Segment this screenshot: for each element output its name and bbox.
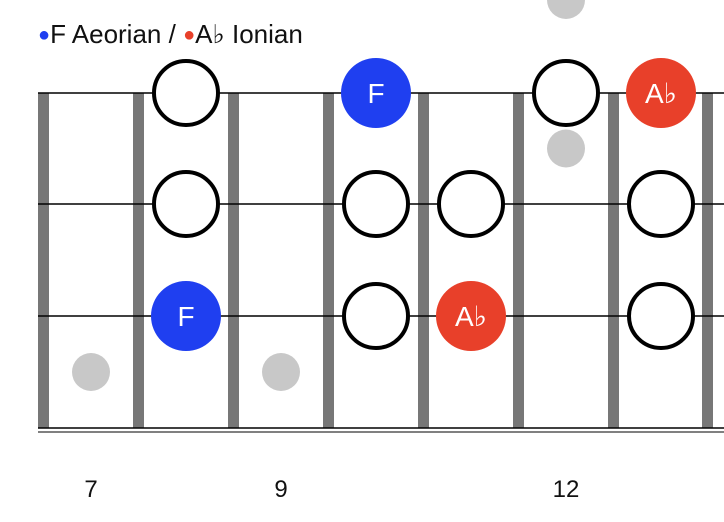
- fret-wire: [418, 93, 429, 428]
- scale-note-open: [342, 282, 410, 350]
- root-note-ab: [436, 281, 506, 351]
- ab-ionian-legend-dot: ●: [183, 24, 196, 46]
- fret-wire: [38, 93, 49, 428]
- fret-wire: [608, 93, 619, 428]
- f-aeorian-legend-dot: ●: [38, 24, 51, 46]
- scale-note-open: [627, 282, 695, 350]
- scale-title: ●F Aeorian / ●A♭ Ionian: [38, 18, 303, 53]
- fret-number: 12: [553, 476, 580, 503]
- scale-note-open: [627, 170, 695, 238]
- note-label: F: [367, 78, 384, 109]
- note-label: A♭: [455, 301, 487, 332]
- fret-inlay-marker: [547, 0, 585, 19]
- fret-wire: [513, 93, 524, 428]
- fret-wire: [702, 93, 713, 428]
- fret-number: 9: [274, 476, 287, 503]
- ab-ionian-label: A♭ Ionian: [195, 19, 303, 49]
- scale-note-open: [342, 170, 410, 238]
- root-note-f: [151, 281, 221, 351]
- title-separator: /: [161, 19, 184, 49]
- scale-note-open: [532, 59, 600, 127]
- scale-note-open: [152, 59, 220, 127]
- note-label: A♭: [645, 78, 677, 109]
- fret-wire: [133, 93, 144, 428]
- fret-wire: [228, 93, 239, 428]
- root-note-f: [341, 58, 411, 128]
- fret-inlay-marker: [72, 353, 110, 391]
- fret-wire: [323, 93, 334, 428]
- f-aeorian-label: F Aeorian: [50, 19, 162, 49]
- fret-inlay-marker: [262, 353, 300, 391]
- scale-note-open: [152, 170, 220, 238]
- root-note-ab: [626, 58, 696, 128]
- fret-number: 7: [84, 476, 97, 503]
- scale-note-open: [437, 170, 505, 238]
- note-label: F: [177, 301, 194, 332]
- fret-inlay-marker: [547, 129, 585, 168]
